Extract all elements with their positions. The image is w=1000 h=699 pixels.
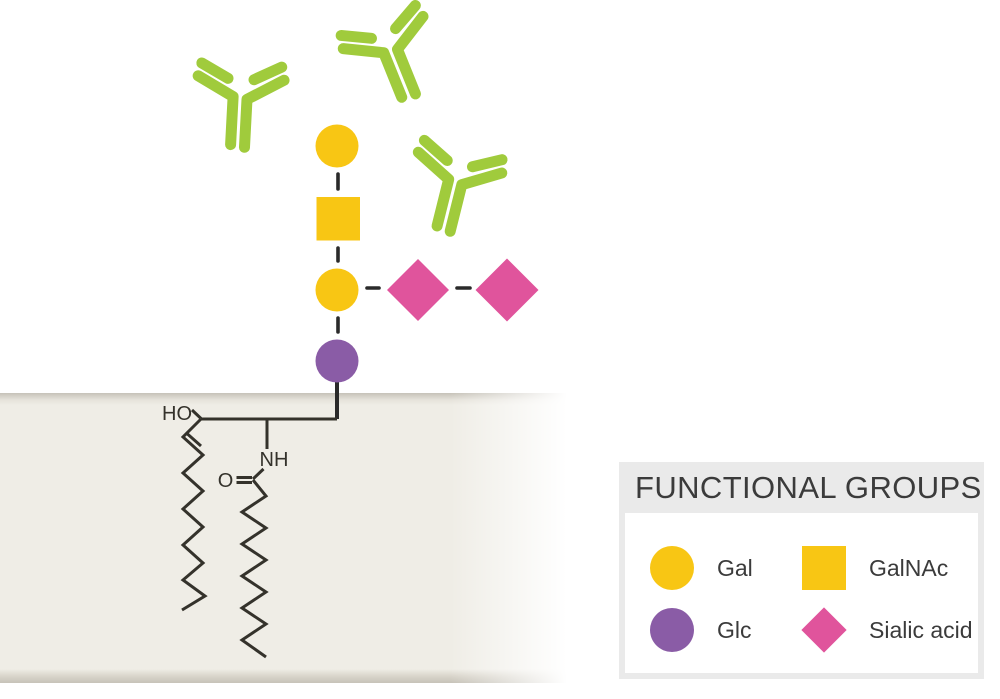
galnac-square-icon (802, 546, 846, 590)
gal-circle-icon (650, 546, 694, 590)
fatty-acid-chain (239, 479, 269, 659)
legend-item-galnac: GalNAc (802, 546, 948, 590)
carbonyl-label: O (218, 470, 234, 492)
legend-title: FUNCTIONAL GROUPS (635, 470, 982, 505)
glycan-chain (315, 124, 539, 383)
glc-circle-icon (650, 608, 694, 652)
legend-panel: FUNCTIONAL GROUPS Gal GalNAc Glc Sialic … (619, 462, 984, 679)
legend-item-glc: Glc (650, 608, 752, 652)
membrane-fade-edge (450, 392, 577, 684)
legend-item-label: GalNAc (869, 554, 949, 581)
legend-item-sialic-acid: Sialic acid (802, 608, 973, 652)
glc-circle (315, 339, 359, 383)
legend-item-label: Gal (717, 554, 753, 581)
ceramide-structure: HO NH O (162, 382, 339, 659)
hydroxyl-label: HO (162, 403, 192, 425)
glycosidic-bonds (336, 172, 472, 334)
antibody-icon (402, 140, 505, 240)
sphingosine-chain (180, 417, 208, 612)
legend-item-gal: Gal (650, 546, 753, 590)
amide-label: NH (260, 449, 289, 471)
sialic-acid-diamond-2 (475, 258, 539, 322)
hydroxyl-bond (190, 408, 203, 420)
antibody-icon (338, 4, 448, 112)
galnac-square (316, 197, 360, 241)
sialic-acid-diamond-icon (802, 608, 846, 652)
sialic-acid-diamond-1 (387, 259, 449, 321)
legend-item-label: Sialic acid (869, 616, 973, 643)
amide-to-carbonyl-bond (251, 467, 265, 481)
gal-circle-middle (315, 268, 359, 312)
double-bond (186, 432, 202, 448)
legend-body: Gal GalNAc Glc Sialic acid (625, 513, 978, 673)
gal-circle-top (315, 124, 359, 168)
legend-item-label: Glc (717, 616, 752, 643)
antibody-icon (195, 63, 285, 149)
